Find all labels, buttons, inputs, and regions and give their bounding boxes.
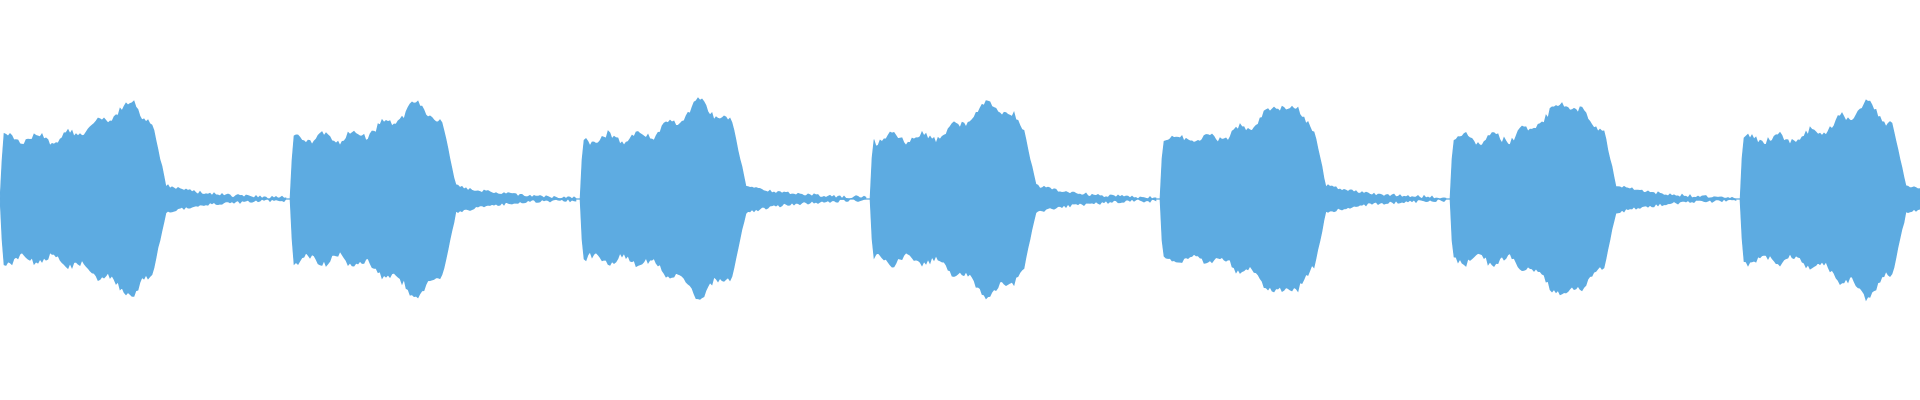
waveform-burst [1739, 99, 1920, 302]
waveform-burst [869, 100, 1157, 300]
waveform-burst [1159, 105, 1447, 293]
waveform-burst [579, 97, 867, 300]
waveform-burst [0, 100, 287, 297]
waveform-burst [1449, 102, 1737, 296]
waveform-bursts [0, 97, 1920, 302]
waveform-burst [289, 100, 577, 299]
